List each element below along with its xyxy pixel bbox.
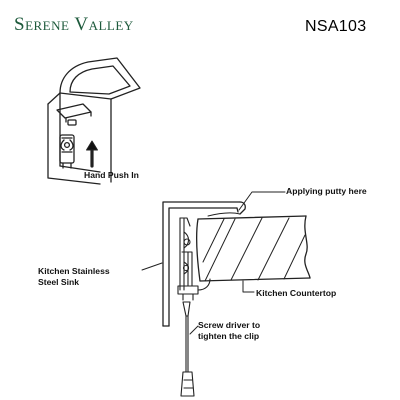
- label-screwdriver: Screw driver to tighten the clip: [198, 320, 298, 341]
- arrow-up-icon: [86, 140, 98, 168]
- label-sink: Kitchen Stainless Steel Sink: [38, 266, 138, 287]
- label-screw-line1: Screw driver to: [198, 320, 261, 330]
- brand-logo: Serene Valley: [14, 14, 134, 35]
- mounting-clip: [177, 217, 211, 301]
- label-putty: Applying putty here: [286, 186, 367, 196]
- leader-sink: [141, 262, 163, 271]
- sink-corner-illustration: [47, 57, 141, 185]
- leader-putty: [238, 191, 286, 211]
- screwdriver-icon: [180, 301, 195, 397]
- sink-wall-profile: [162, 201, 246, 327]
- putty-bead: [207, 212, 241, 217]
- label-hand-push-in: Hand Push In: [84, 170, 139, 180]
- label-sink-line2: Steel Sink: [38, 276, 80, 287]
- callout-leaders: [141, 191, 286, 335]
- label-countertop: Kitchen Countertop: [256, 288, 337, 298]
- label-sink-line1: Kitchen Stainless: [38, 266, 110, 276]
- label-screw-line2: tighten the clip: [198, 330, 260, 341]
- countertop-section: [196, 215, 311, 282]
- clip-icon: [59, 134, 75, 169]
- leader-countertop: [242, 280, 255, 293]
- model-number: NSA103: [305, 18, 367, 35]
- leader-screwdriver: [189, 325, 199, 335]
